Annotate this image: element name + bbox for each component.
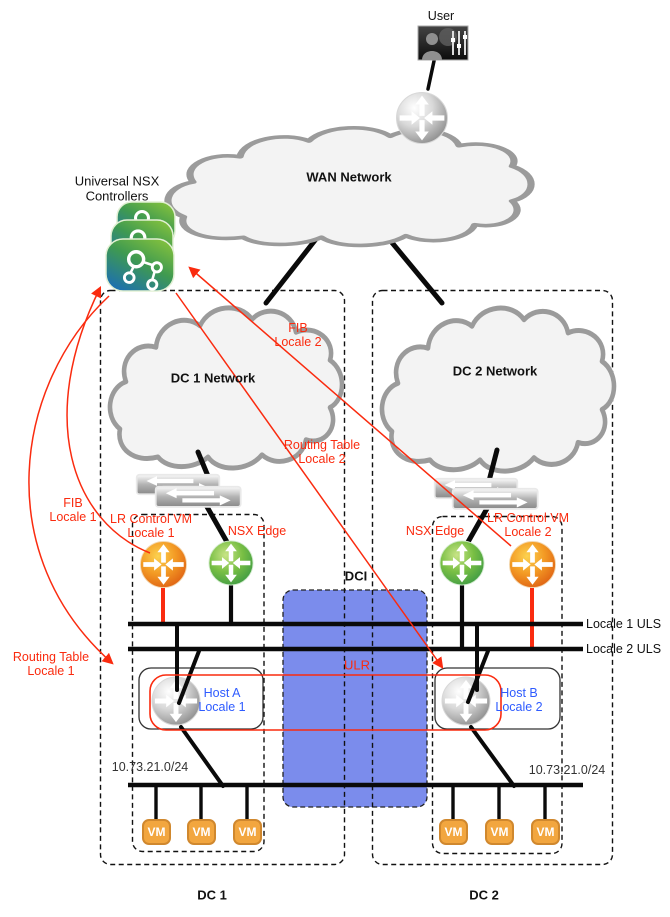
vm-box: VM	[439, 819, 468, 845]
wan-router-icon	[396, 92, 448, 144]
vm-links	[154, 785, 547, 821]
user-photo-icon	[417, 25, 469, 61]
dc1-cloud	[110, 308, 342, 468]
nsx-edge1-icon	[208, 540, 254, 586]
fib-locale1-arrow	[66, 285, 151, 554]
dc2-boundary-box	[371, 289, 614, 866]
vm-box: VM	[187, 819, 216, 845]
dc1-switch-stack	[135, 473, 242, 508]
user-router-link	[426, 59, 436, 91]
vm-box: VM	[531, 819, 560, 845]
lr-control-vm1-icon	[140, 541, 188, 589]
host-uplinks	[175, 624, 490, 705]
vm-box: VM	[485, 819, 514, 845]
routing-table-locale2-arrow	[175, 292, 444, 669]
dc1-boundary-box	[99, 289, 346, 866]
dc2-inner-box	[431, 515, 563, 855]
wan-cloud	[168, 128, 531, 246]
lr-control-vm2-icon	[509, 541, 557, 589]
routing-table-locale1-arrow	[28, 295, 114, 665]
dc2-cloud	[382, 308, 614, 471]
nsx-edge2-icon	[439, 540, 485, 586]
dc1-inner-box	[131, 513, 265, 853]
dci-ulr-block	[282, 589, 428, 808]
host-b-router-icon	[441, 676, 491, 726]
universal-controllers-icon	[105, 201, 176, 292]
host-downlinks	[179, 725, 516, 788]
vm-box: VM	[142, 819, 171, 845]
fib-locale2-arrow	[188, 266, 512, 547]
vm-box: VM	[233, 819, 262, 845]
wan-trunk-links	[263, 236, 445, 306]
ulr-span-outline	[149, 674, 502, 731]
